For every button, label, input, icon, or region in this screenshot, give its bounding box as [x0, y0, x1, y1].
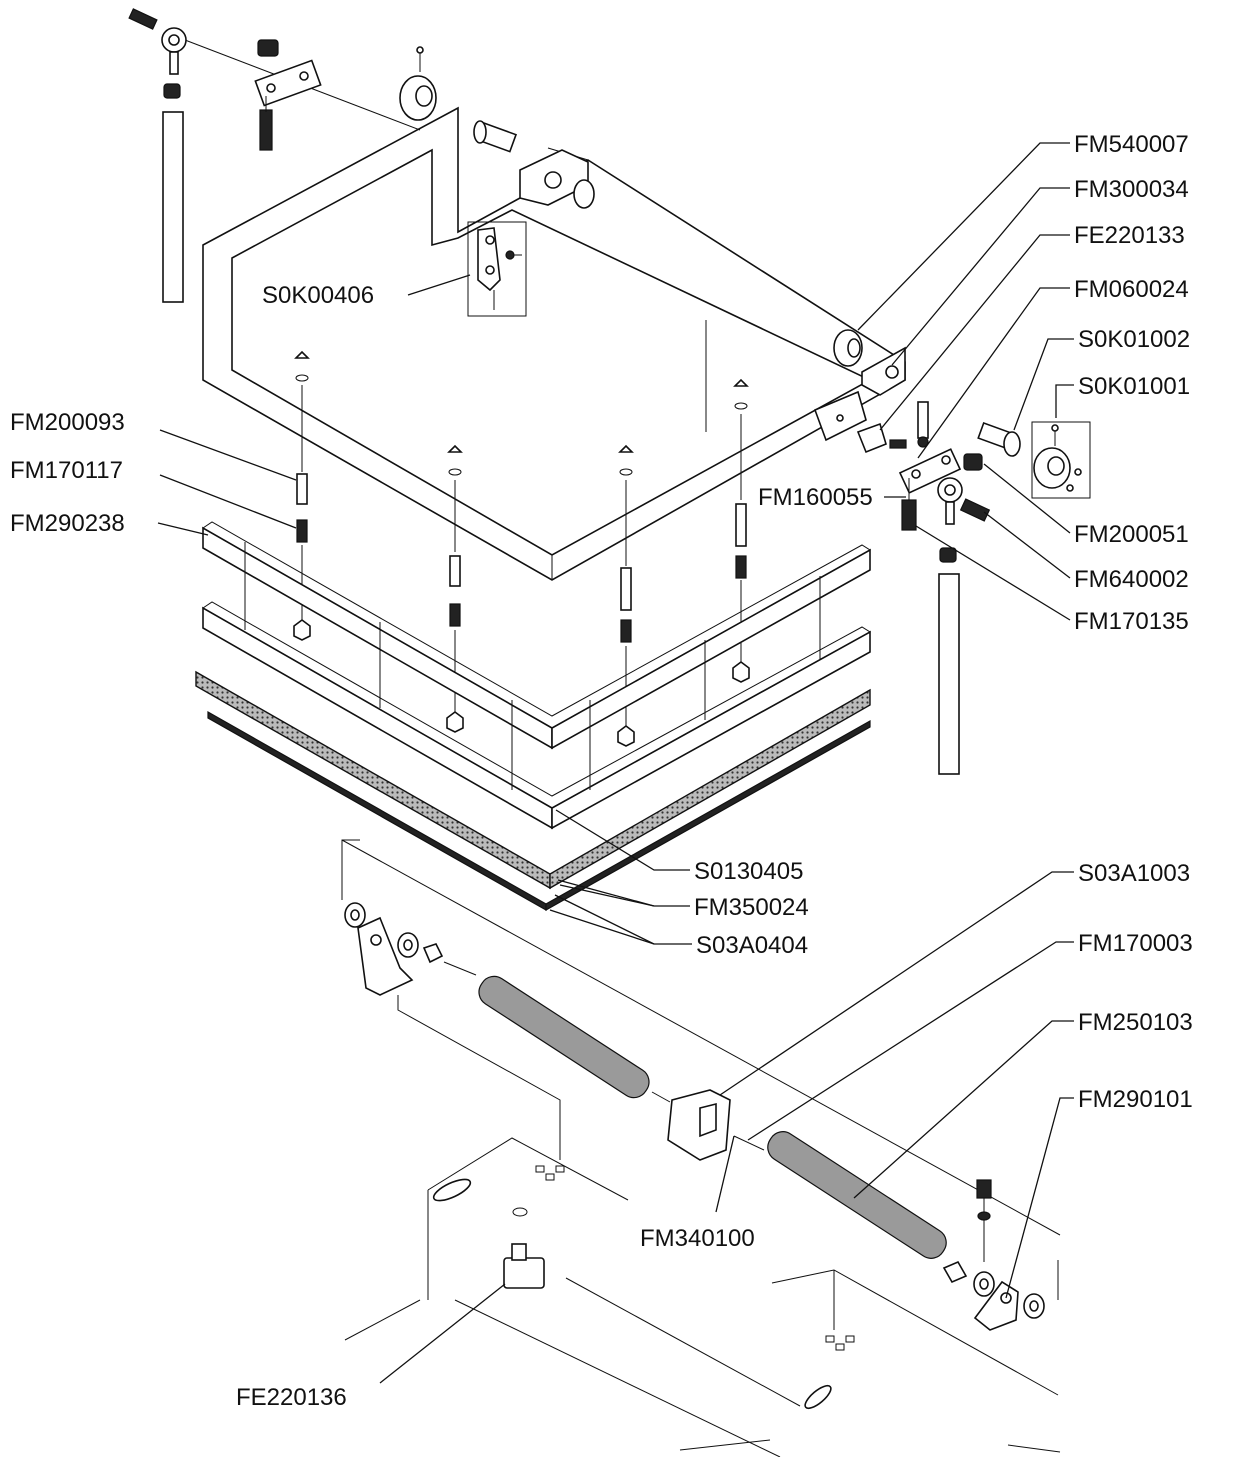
- label-FE220133: FE220133: [1074, 222, 1185, 249]
- seal-frames: [195, 521, 871, 912]
- bracket-s0k00406: [467, 221, 527, 317]
- label-FM350024: FM350024: [694, 894, 809, 921]
- label-FM540007: FM540007: [1074, 131, 1189, 158]
- label-S0130405: S0130405: [694, 858, 803, 885]
- label-FM340100: FM340100: [640, 1225, 755, 1252]
- spring-studs: [293, 350, 750, 747]
- label-FM170135: FM170135: [1074, 608, 1189, 635]
- label-FM160055: FM160055: [758, 484, 873, 511]
- label-FM640002: FM640002: [1074, 566, 1189, 593]
- label-FM290238: FM290238: [10, 510, 125, 537]
- label-FM290101: FM290101: [1078, 1086, 1193, 1113]
- right-pivot-assembly: [813, 329, 1091, 775]
- base-table: [344, 1137, 1061, 1457]
- upper-frame: [202, 106, 906, 581]
- part-labels: FM540007 FM300034 FE220133 FM060024 S0K0…: [10, 131, 1193, 1411]
- label-FM060024: FM060024: [1074, 276, 1189, 303]
- label-FM200093: FM200093: [10, 409, 125, 436]
- label-FE220136: FE220136: [236, 1384, 347, 1411]
- label-S0K01002: S0K01002: [1078, 326, 1190, 353]
- label-FM170003: FM170003: [1078, 930, 1193, 957]
- leader-lines: [157, 142, 1074, 1384]
- label-FM300034: FM300034: [1074, 176, 1189, 203]
- label-S03A1003: S03A1003: [1078, 860, 1190, 887]
- left-lever-assembly: [128, 8, 595, 303]
- label-S0K01001: S0K01001: [1078, 373, 1190, 400]
- label-S0K00406: S0K00406: [262, 282, 374, 309]
- label-FM250103: FM250103: [1078, 1009, 1193, 1036]
- label-FM200051: FM200051: [1074, 521, 1189, 548]
- label-FM170117: FM170117: [10, 457, 123, 484]
- label-S03A0404: S03A0404: [696, 932, 808, 959]
